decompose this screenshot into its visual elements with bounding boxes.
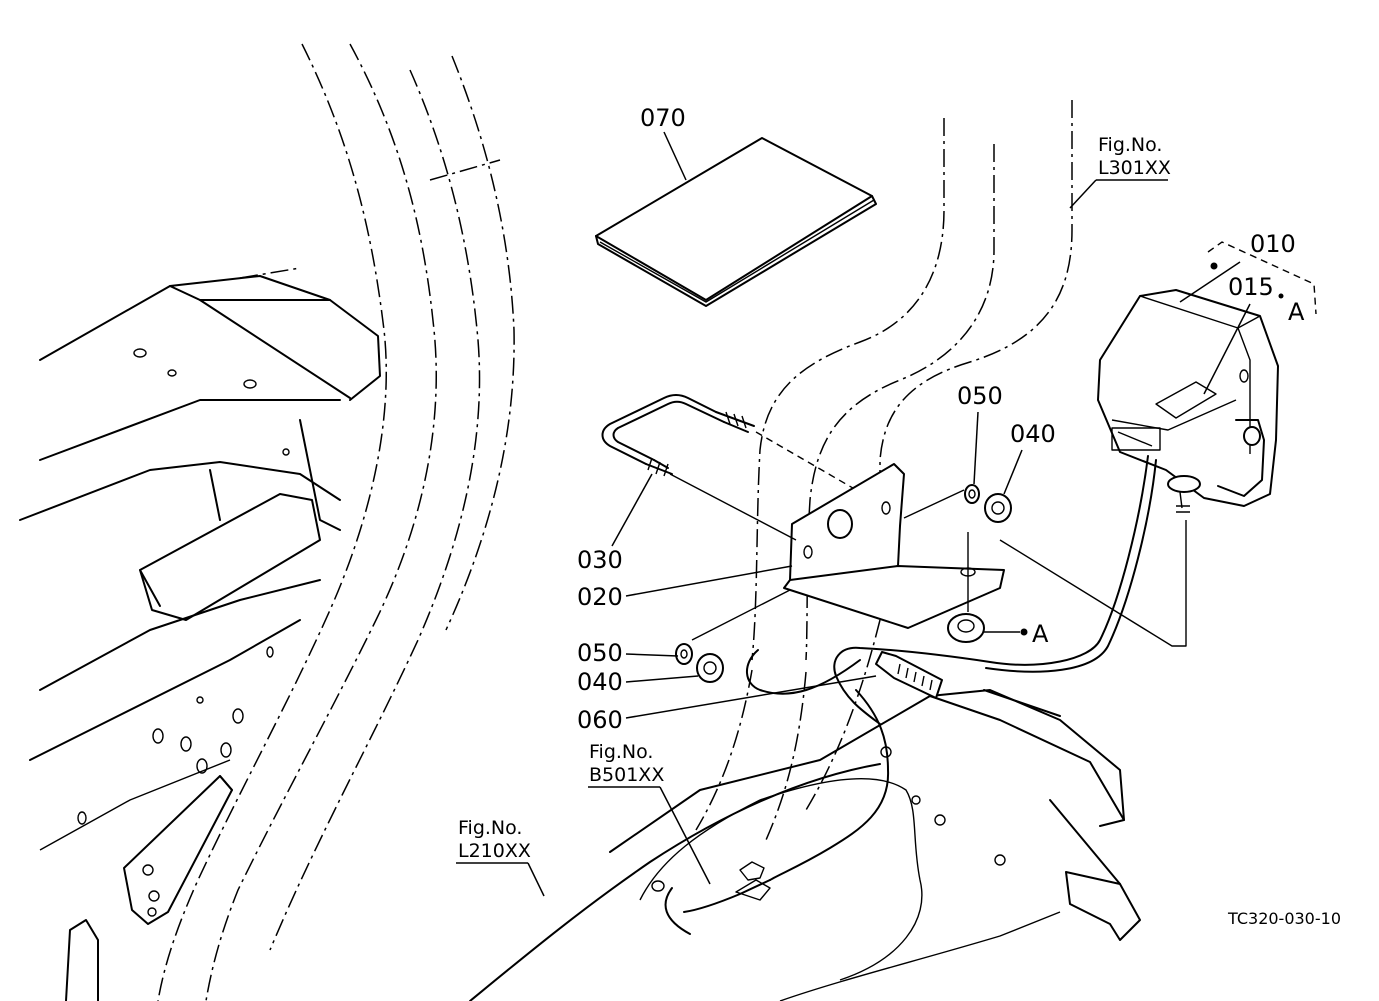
part-label-040-bottom: 040 — [577, 668, 623, 696]
floor-panel — [469, 689, 1141, 1001]
part-label-050-bottom: 050 — [577, 639, 623, 667]
assembly-bracket-010 — [1207, 241, 1317, 315]
fig-ref-l210-line1: Fig.No. — [458, 817, 522, 839]
part-label-030: 030 — [577, 546, 623, 574]
operators-manual-drawing — [595, 137, 877, 307]
leader-060 — [625, 675, 877, 719]
part-label-010: 010 — [1250, 230, 1296, 258]
fig-ref-b501-line1: Fig.No. — [589, 741, 653, 763]
leader-050-top — [973, 411, 979, 485]
assembly-dot-010 — [1210, 262, 1218, 270]
leader-040-top — [1003, 449, 1023, 495]
leader-015 — [1203, 303, 1251, 395]
work-light-drawing — [999, 289, 1279, 647]
leader-030 — [611, 473, 653, 547]
fig-ref-l301-line1: Fig.No. — [1098, 134, 1162, 156]
part-label-040-top: 040 — [1010, 420, 1056, 448]
frame-left-body — [19, 275, 381, 1001]
ref-letter-a-bottom: A — [1032, 620, 1049, 648]
cable-tie-drawing — [875, 651, 943, 699]
part-label-070: 070 — [640, 104, 686, 132]
figure-reference-b501: Fig.No. B501XX — [588, 741, 711, 885]
part-label-015: 015 — [1228, 273, 1274, 301]
mounting-bracket-drawing — [669, 463, 1005, 629]
part-label-050-top: 050 — [957, 382, 1003, 410]
figure-reference-l210: Fig.No. L210XX — [456, 817, 545, 897]
washers-and-nuts — [675, 484, 1012, 683]
leader-040-bottom — [625, 675, 699, 683]
part-label-060: 060 — [577, 706, 623, 734]
u-bolt-drawing — [601, 394, 885, 507]
wiring-harness — [651, 455, 1157, 935]
ref-dot-a-bottom — [1020, 628, 1028, 636]
part-label-020: 020 — [577, 583, 623, 611]
leader-050-bottom — [625, 653, 679, 657]
part-labels: 070 030 020 050 040 060 050 040 010 015 … — [577, 104, 1317, 734]
ref-letter-a-top: A — [1288, 298, 1305, 326]
fig-ref-b501-line2: B501XX — [589, 764, 664, 786]
leader-010 — [1179, 261, 1241, 303]
ref-dot-a-top — [1278, 293, 1284, 299]
leader-020 — [625, 565, 793, 597]
leader-070 — [663, 131, 687, 181]
figure-reference-l301: Fig.No. L301XX — [1069, 134, 1171, 209]
fig-ref-l210-line2: L210XX — [458, 840, 531, 862]
fig-ref-l301-line2: L301XX — [1098, 157, 1171, 179]
drawing-code: TC320-030-10 — [1227, 909, 1341, 928]
